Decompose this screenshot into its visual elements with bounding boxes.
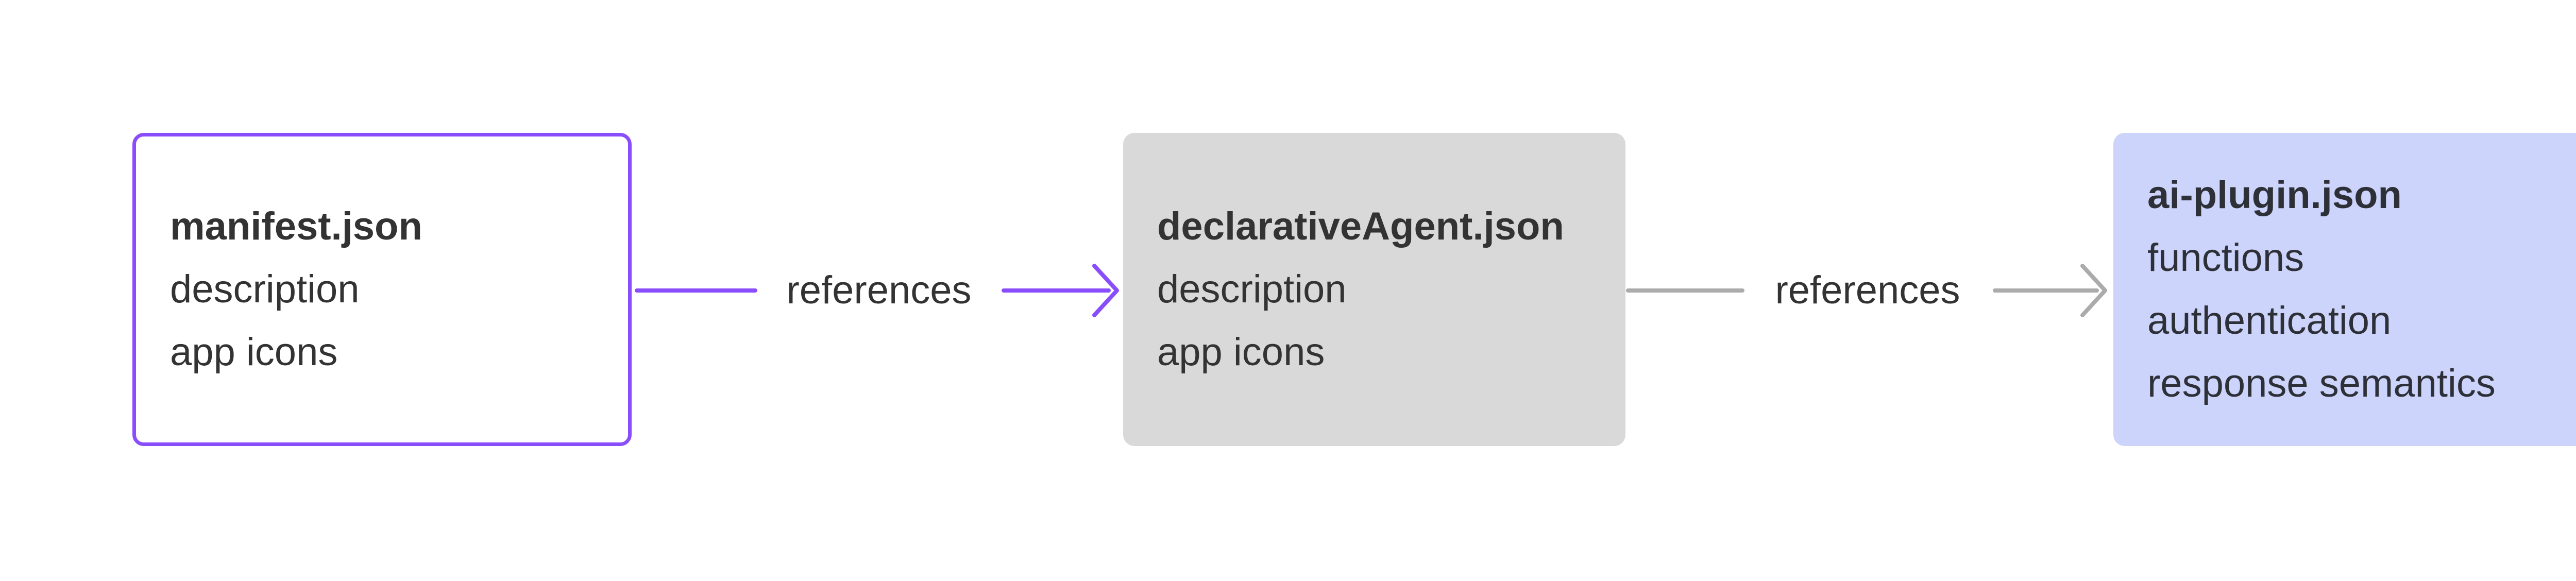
node-title: ai-plugin.json [2147, 173, 2402, 217]
node-item: authentication [2147, 299, 2392, 343]
node-item: response semantics [2147, 362, 2496, 405]
node-item: description [170, 267, 360, 311]
connector-line [1626, 288, 1744, 293]
node-item: app icons [170, 330, 338, 374]
node-title: manifest.json [170, 204, 422, 248]
connector-label: references [786, 268, 972, 312]
node-item: functions [2147, 236, 2304, 280]
node-item: description [1157, 267, 1347, 311]
connector-line [635, 288, 757, 293]
connector-label: references [1775, 268, 1960, 312]
node-title: declarativeAgent.json [1157, 204, 1564, 248]
arrow-right-icon [1092, 264, 1119, 317]
node-ai-plugin-json: ai-plugin.json functions authentication … [2113, 133, 2576, 446]
connector-line [1993, 288, 2099, 293]
node-declarative-agent-json: declarativeAgent.json description app ic… [1123, 133, 1625, 446]
arrowhead-chevron [2080, 264, 2107, 317]
connector-line [1002, 288, 1111, 293]
arrow-right-icon [2080, 264, 2107, 317]
arrowhead-chevron [1092, 264, 1119, 317]
node-manifest-json: manifest.json description app icons [132, 133, 632, 446]
node-item: app icons [1157, 330, 1325, 374]
